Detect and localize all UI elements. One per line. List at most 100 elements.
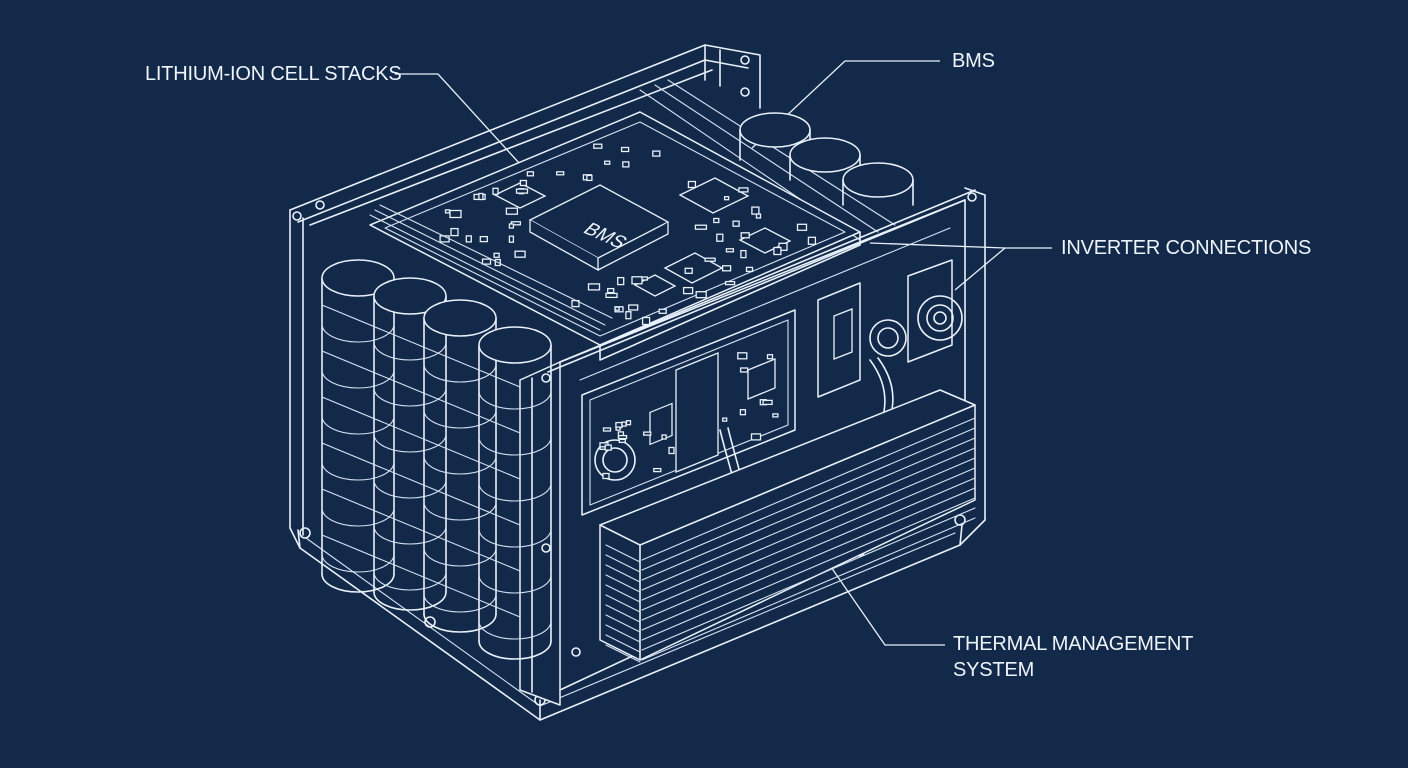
pcb-component — [510, 221, 522, 226]
pcb-component — [465, 235, 472, 243]
board-component — [661, 434, 667, 440]
cell-rail — [321, 534, 521, 618]
pcb-components — [439, 143, 817, 326]
cell-tier-line — [321, 461, 395, 481]
pcb-component — [625, 311, 632, 320]
pcb-component — [755, 213, 762, 219]
pcb-component — [716, 233, 724, 242]
pcb-component — [526, 171, 535, 177]
control-board-components — [599, 352, 779, 480]
cell-tier-line — [423, 455, 497, 475]
pcb-component — [593, 143, 603, 149]
heatsink-fin-edge — [605, 544, 641, 563]
pcb-component — [620, 146, 630, 153]
board-component — [772, 413, 779, 418]
pcb-component — [449, 209, 462, 219]
pcb-component — [614, 306, 620, 311]
cell-tier-line — [373, 525, 447, 545]
pcb-component — [713, 217, 720, 224]
cell-tier-line — [478, 528, 552, 548]
pcb-component — [587, 283, 601, 291]
heatsink-fin-edge — [605, 634, 641, 653]
pcb-component — [751, 206, 760, 215]
heatsink-fin — [641, 417, 976, 561]
pcb-component — [605, 292, 618, 299]
label-cell-stacks: LITHIUM-ION CELL STACKS — [145, 63, 402, 85]
pcb-component — [684, 267, 693, 274]
heatsink-fin-edge — [605, 574, 641, 593]
cell-tier-line — [321, 323, 395, 343]
pcb-component — [622, 161, 630, 168]
cell-top — [423, 299, 497, 337]
pcb-component — [607, 287, 615, 294]
pcb-component — [515, 188, 529, 194]
pcb-component — [738, 187, 749, 193]
cell-tier-line — [478, 574, 552, 594]
board-component — [722, 417, 728, 422]
pcb-component — [745, 266, 754, 273]
label-thermal-line1: THERMAL MANAGEMENT — [953, 633, 1194, 655]
rear-cells — [739, 112, 914, 206]
pcb-component — [586, 174, 593, 182]
board-component — [766, 354, 774, 360]
pcb-component — [687, 180, 697, 189]
cell-tier-line — [423, 593, 497, 613]
pcb-component — [704, 257, 716, 262]
heatsink-fin — [641, 437, 976, 581]
heatsink-fin — [641, 427, 976, 571]
label-thermal-system: THERMAL MANAGEMENT SYSTEM — [953, 631, 1203, 683]
heatsink-fin — [641, 467, 976, 611]
front-panel — [559, 199, 966, 691]
bms-board: BMS — [369, 111, 861, 361]
board-component — [643, 431, 652, 436]
pcb-component — [658, 308, 667, 314]
pcb-component — [807, 236, 817, 245]
pcb-component — [682, 286, 694, 295]
label-bms: BMS — [952, 50, 995, 72]
pcb-component — [732, 220, 740, 227]
pcb-component — [721, 265, 732, 272]
pcb-component — [695, 291, 707, 299]
board-component — [621, 421, 627, 427]
label-thermal-line2: SYSTEM — [953, 659, 1035, 681]
cell-tier-line — [321, 553, 395, 573]
label-inverter-connections: INVERTER CONNECTIONS — [1061, 237, 1312, 259]
pcb-component — [641, 316, 651, 326]
cell-tier-line — [423, 409, 497, 429]
board-component — [625, 420, 632, 426]
heatsink-fin-edge — [605, 644, 641, 663]
pcb-component — [628, 304, 639, 311]
cell-top — [321, 259, 395, 297]
cell-rail — [321, 350, 521, 434]
inverter-port-housing — [907, 259, 953, 363]
pcb-component — [723, 196, 730, 201]
heatsink-fin-edge — [605, 604, 641, 623]
pcb-component — [604, 160, 611, 165]
cell-top — [478, 326, 552, 364]
heatsink-fin-edge — [605, 564, 641, 583]
board-component — [750, 433, 762, 441]
cell-tier-line — [321, 369, 395, 389]
pcb-component — [481, 258, 492, 265]
board-component — [739, 367, 749, 373]
pcb-component — [740, 232, 750, 239]
heatsink-fin-edge — [605, 624, 641, 643]
pcb-component — [556, 171, 565, 176]
cell-rail — [321, 488, 521, 572]
board-component — [602, 472, 610, 480]
board-component — [604, 444, 612, 451]
heatsink-fin — [641, 507, 976, 651]
board-component — [618, 438, 626, 444]
cell-tier-line — [423, 501, 497, 521]
cell-tier-line — [423, 363, 497, 383]
cell-top — [373, 277, 447, 315]
cell-tier-line — [478, 436, 552, 456]
pcb-component — [631, 276, 643, 285]
cell-tier-line — [373, 341, 447, 361]
pcb-component — [740, 249, 747, 259]
board-component — [653, 467, 662, 473]
heatsink-fin — [641, 517, 976, 661]
board-component — [762, 399, 773, 406]
